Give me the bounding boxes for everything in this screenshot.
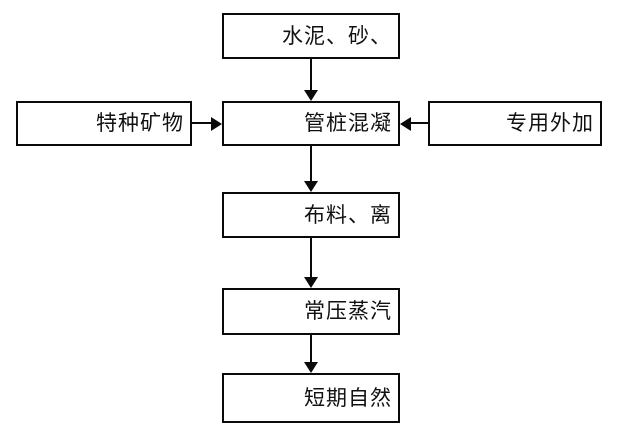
arrow-shaft — [310, 335, 312, 363]
arrow-shaft — [192, 122, 214, 124]
node-label-admixture: 专用外加 — [506, 111, 594, 135]
node-label-mineral: 特种矿物 — [96, 111, 184, 135]
node-label-raw-materials: 水泥、砂、 — [282, 23, 392, 48]
arrow-shaft — [310, 146, 312, 183]
arrowhead-down-icon — [304, 90, 318, 101]
arrowhead-down-icon — [304, 362, 318, 373]
flowchart-node-raw-materials[interactable]: 水泥、砂、 — [222, 13, 400, 59]
node-label-natural-cure: 短期自然 — [304, 385, 392, 410]
arrow-shaft — [410, 122, 430, 124]
flowchart-node-natural-cure[interactable]: 短期自然 — [222, 373, 400, 423]
arrowhead-down-icon — [304, 181, 318, 192]
arrowhead-down-icon — [304, 277, 318, 288]
arrow-shaft — [310, 238, 312, 278]
arrowhead-left-icon — [400, 117, 411, 131]
node-label-steam-curing: 常压蒸汽 — [304, 299, 392, 323]
flowchart-node-admixture[interactable]: 专用外加 — [428, 101, 602, 146]
arrowhead-right-icon — [211, 117, 222, 131]
arrow-shaft — [310, 59, 312, 93]
node-label-concrete: 管桩混凝 — [304, 111, 392, 135]
flowchart-node-steam-curing[interactable]: 常压蒸汽 — [222, 288, 400, 335]
node-label-distribution: 布料、离 — [304, 202, 392, 227]
flowchart-node-mineral[interactable]: 特种矿物 — [16, 101, 192, 146]
flowchart-node-concrete[interactable]: 管桩混凝 — [222, 101, 400, 146]
flowchart-node-distribution[interactable]: 布料、离 — [222, 192, 400, 238]
